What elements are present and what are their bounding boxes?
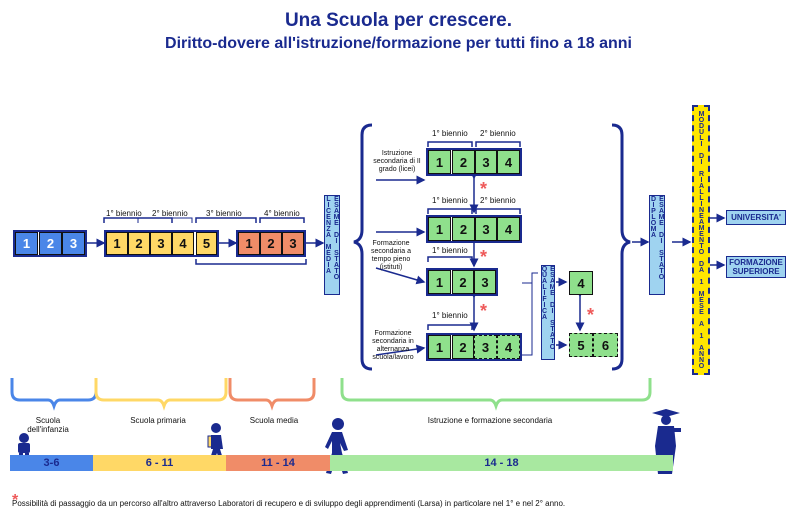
esame-licenza-media: ESAME DI STATO LICENZA MEDIA xyxy=(324,195,340,295)
label-primo-biennio: 1° biennio xyxy=(432,246,468,255)
qualifica-cell: 6 xyxy=(593,333,618,357)
media-frame xyxy=(236,230,306,257)
infanzia-cell: 1 xyxy=(15,232,38,255)
primaria-cell: 3 xyxy=(150,232,172,255)
media-cell: 1 xyxy=(238,232,260,255)
infanzia-frame xyxy=(13,230,87,257)
primaria-frame xyxy=(104,230,219,257)
stage-label-infanzia: Scuola dell'infanzia xyxy=(27,416,69,434)
istituti-cell: 3 xyxy=(475,217,497,241)
label-primo-biennio: 1° biennio xyxy=(432,196,468,205)
star-larsa: * xyxy=(587,305,595,325)
moduli-riallineamento: MODULI DI RIALLINEAMENTO DA 1 MESE A 1 A… xyxy=(692,105,710,375)
stage-label-secondaria: Istruzione e formazione secondaria xyxy=(427,416,553,425)
alternanza-cell: 1 xyxy=(428,335,451,359)
alternanza-cell: 3 xyxy=(474,335,497,359)
label-primo-biennio: 1° biennio xyxy=(432,311,468,320)
label-secondo-biennio: 2° biennio xyxy=(152,209,188,218)
path-label-istituti: Formazione secondaria a tempo pieno (ist… xyxy=(370,240,412,271)
destination-universita: UNIVERSITA' xyxy=(726,210,786,225)
footnote-text: Possibilità di passaggio da un percorso … xyxy=(12,499,566,508)
label-secondo-biennio: 2° biennio xyxy=(480,196,516,205)
age-media: 11 - 14 xyxy=(261,457,295,469)
label-primo-biennio: 1° biennio xyxy=(106,209,142,218)
age-bar-primaria: 6 - 11 xyxy=(93,455,226,471)
age-infanzia: 3-6 xyxy=(43,457,60,469)
alternanza-frame xyxy=(426,333,522,361)
primaria-cell: 2 xyxy=(128,232,150,255)
alternanza-cell: 2 xyxy=(452,335,474,359)
footnote-star: * xyxy=(12,492,19,509)
primaria-cell: 1 xyxy=(106,232,128,255)
diagram-subtitle: Diritto-dovere all'istruzione/formazione… xyxy=(165,35,632,52)
esame-diploma: ESAME DI STATO DIPLOMA xyxy=(649,195,665,295)
formazione-cell: 3 xyxy=(474,270,496,294)
primaria-cell: 5 xyxy=(196,232,217,255)
qualifica-cell: 5 xyxy=(569,333,593,357)
label-primo-biennio: 1° biennio xyxy=(432,129,468,138)
star-larsa: * xyxy=(480,247,488,267)
licei-cell: 3 xyxy=(475,150,497,174)
stage-label-primaria: Scuola primaria xyxy=(130,416,186,425)
qualifica-cell: 4 xyxy=(569,271,593,295)
formazione-frame xyxy=(426,268,498,296)
age-bar-media: 11 - 14 xyxy=(226,455,330,471)
label-quarto-biennio: 4° biennio xyxy=(264,209,300,218)
formazione-cell: 1 xyxy=(428,270,451,294)
media-cell: 2 xyxy=(260,232,282,255)
licei-frame xyxy=(426,148,522,176)
path-label-licei: Istruzione secondaria di II grado (licei… xyxy=(373,150,421,173)
media-cell: 3 xyxy=(282,232,304,255)
age-secondaria: 14 - 18 xyxy=(484,457,519,469)
licei-cell: 4 xyxy=(497,150,520,174)
istituti-cell: 1 xyxy=(428,217,451,241)
diagram-title: Una Scuola per crescere. xyxy=(284,10,513,31)
destination-formazione-superiore: FORMAZIONE SUPERIORE xyxy=(726,256,786,278)
age-bar-secondaria: 14 - 18 xyxy=(330,455,673,471)
age-primaria: 6 - 11 xyxy=(145,457,174,469)
label-terzo-biennio: 3° biennio xyxy=(206,209,242,218)
star-larsa: * xyxy=(480,301,488,321)
infanzia-cell: 3 xyxy=(62,232,85,255)
primaria-cell: 4 xyxy=(172,232,194,255)
stage-label-media: Scuola media xyxy=(249,416,299,425)
licei-cell: 2 xyxy=(452,150,475,174)
istituti-cell: 2 xyxy=(452,217,475,241)
label-secondo-biennio: 2° biennio xyxy=(480,129,516,138)
alternanza-cell: 4 xyxy=(497,335,520,359)
istituti-cell: 4 xyxy=(497,217,520,241)
star-larsa: * xyxy=(480,179,488,199)
licei-cell: 1 xyxy=(428,150,451,174)
infanzia-cell: 2 xyxy=(39,232,62,255)
path-label-alternanza: Formazione secondaria in alternanza scuo… xyxy=(372,330,414,361)
istituti-frame xyxy=(426,215,522,243)
age-bar-infanzia: 3-6 xyxy=(10,455,93,471)
esame-qualifica: ESAME DI STATO QUALIFICA xyxy=(541,265,556,360)
formazione-cell: 2 xyxy=(452,270,474,294)
